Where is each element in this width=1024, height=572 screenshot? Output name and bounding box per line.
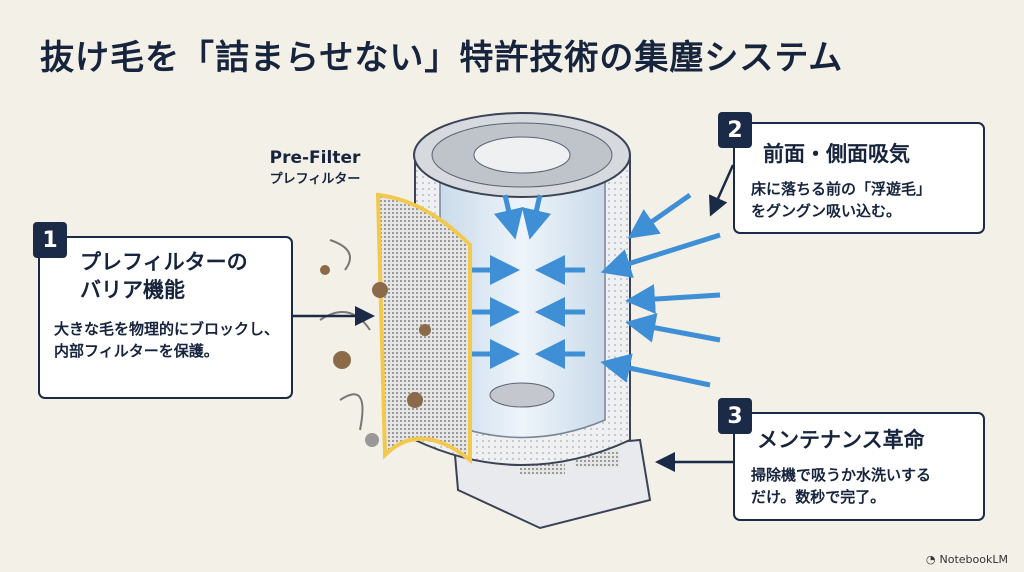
card-text: だけ。数秒で完了。 bbox=[751, 488, 886, 506]
card-heading: 前面・側面吸気 bbox=[763, 142, 910, 166]
card-prefilter-barrier: プレフィルターの バリア機能 大きな毛を物理的にブロックし、内部フィルターを保護… bbox=[38, 236, 293, 399]
card-text: 掃除機で吸うか水洗いする bbox=[751, 466, 932, 484]
badge-1: 1 bbox=[33, 222, 67, 258]
card-text: 床に落ちる前の「浮遊毛」 bbox=[751, 180, 932, 198]
badge-3: 3 bbox=[718, 398, 752, 434]
card-heading: バリア機能 bbox=[80, 278, 185, 302]
connector-2 bbox=[708, 164, 735, 217]
page-title: 抜け毛を「詰まらせない」特許技術の集塵システム bbox=[40, 38, 844, 78]
card-text: 大きな毛を物理的にブロックし、内部フィルターを保護。 bbox=[54, 320, 280, 360]
card-maintenance: メンテナンス革命 掃除機で吸うか水洗いする だけ。数秒で完了。 bbox=[733, 412, 985, 521]
prefilter-label-jp: プレフィルター bbox=[269, 172, 361, 187]
hair-debris bbox=[320, 265, 431, 447]
notebooklm-watermark: ◔ NotebookLM bbox=[926, 553, 1008, 566]
prefilter-label: Pre-Filter プレフィルター bbox=[245, 148, 385, 187]
card-heading: メンテナンス革命 bbox=[757, 428, 925, 452]
airflow-arrows bbox=[470, 192, 721, 388]
prefilter-label-en: Pre-Filter bbox=[269, 148, 361, 168]
watermark-text: NotebookLM bbox=[939, 553, 1008, 566]
notebooklm-logo-icon: ◔ bbox=[925, 553, 936, 566]
badge-2: 2 bbox=[718, 112, 752, 148]
card-front-side-intake: 前面・側面吸気 床に落ちる前の「浮遊毛」 をグングン吸い込む。 bbox=[733, 122, 985, 234]
card-text: をグングン吸い込む。 bbox=[751, 202, 902, 220]
card-heading: プレフィルターの bbox=[80, 250, 248, 274]
